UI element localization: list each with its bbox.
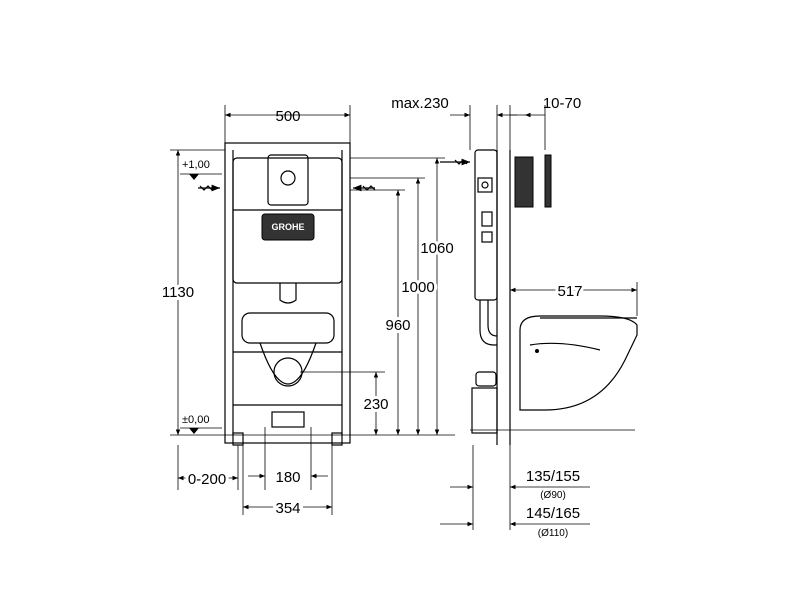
toilet-bowl bbox=[519, 315, 638, 411]
label-1060: 1060 bbox=[420, 240, 453, 257]
level-plus: +1,00 bbox=[180, 159, 222, 180]
dim-0-200: 0-200 bbox=[177, 445, 239, 491]
bowl-front bbox=[241, 312, 335, 344]
grohe-logo bbox=[261, 213, 315, 241]
label-960: 960 bbox=[385, 317, 410, 334]
label-10-70: 10-70 bbox=[543, 95, 581, 112]
foot-right bbox=[331, 432, 343, 446]
label-145-165: 145/165 bbox=[526, 505, 580, 522]
label-1130: 1130 bbox=[162, 284, 194, 301]
side-valve bbox=[477, 177, 493, 193]
flush-button-icon bbox=[280, 170, 296, 186]
label-1000: 1000 bbox=[401, 279, 434, 296]
dim-354: 354 bbox=[242, 445, 333, 520]
label-230: 230 bbox=[363, 396, 388, 413]
dim-135-155: 135/155 (Ø90) bbox=[450, 445, 590, 530]
dim-1130: 1130 bbox=[159, 149, 225, 435]
label-plus-level: +1,00 bbox=[182, 159, 210, 171]
outlet-pipe bbox=[273, 357, 303, 387]
side-view bbox=[440, 149, 638, 445]
grohe-logo-text: GROHE bbox=[271, 222, 304, 232]
label-0-200: 0-200 bbox=[188, 471, 226, 488]
frame-outline bbox=[224, 142, 351, 444]
dim-max-230: max.230 bbox=[391, 95, 517, 150]
label-d90: (Ø90) bbox=[540, 490, 566, 501]
cistern bbox=[232, 157, 343, 284]
dim-517: 517 bbox=[510, 280, 638, 316]
dim-960: 960 bbox=[350, 189, 414, 435]
front-view: GROHE bbox=[170, 142, 455, 446]
dim-1060: 1060 bbox=[350, 157, 457, 435]
side-flush-plate bbox=[514, 156, 534, 208]
dim-500: 500 bbox=[224, 105, 351, 143]
dim-180: 180 bbox=[248, 427, 328, 490]
label-500: 500 bbox=[275, 108, 300, 125]
label-d110: (Ø110) bbox=[538, 528, 568, 539]
dim-145-165: 145/165 (Ø110) bbox=[440, 505, 590, 539]
label-517: 517 bbox=[557, 283, 582, 300]
label-180: 180 bbox=[275, 469, 300, 486]
dim-10-70: 10-70 bbox=[509, 95, 581, 150]
level-zero: ±0,00 bbox=[180, 414, 222, 434]
side-cover-plate bbox=[544, 154, 552, 208]
dim-230: 230 bbox=[300, 371, 392, 435]
label-135-155: 135/155 bbox=[526, 468, 580, 485]
label-max-230: max.230 bbox=[391, 95, 449, 112]
label-354: 354 bbox=[275, 500, 300, 517]
dim-1000: 1000 bbox=[350, 177, 438, 435]
side-frame bbox=[474, 149, 498, 301]
outlet-spigot bbox=[271, 411, 305, 428]
label-zero-level: ±0,00 bbox=[182, 414, 209, 426]
flush-plate bbox=[267, 154, 309, 206]
